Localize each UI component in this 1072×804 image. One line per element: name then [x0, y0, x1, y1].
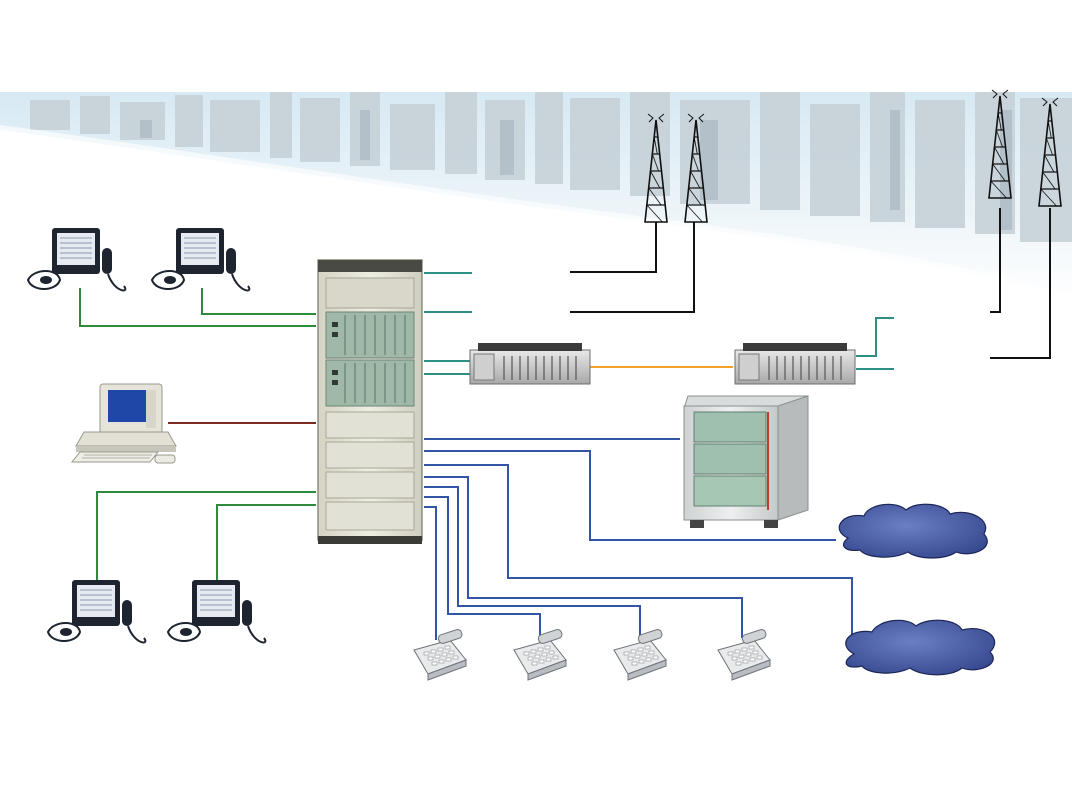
- line-console1-cabinet: [79, 288, 316, 327]
- multiplexer-a: [469, 343, 591, 385]
- dispatch-console-4: [166, 580, 267, 644]
- line-radio-tower2: [570, 222, 695, 313]
- dispatch-console-3: [46, 580, 147, 644]
- multiplexer-b: [734, 343, 856, 385]
- line-cabinet-phone2: [424, 496, 541, 640]
- radio-tower-4: [1038, 97, 1062, 207]
- city-skyline-background: [0, 92, 1072, 320]
- network-cloud-1: [838, 503, 988, 559]
- line-cabinet-phone3: [424, 486, 641, 640]
- desk-phone-2: [513, 629, 567, 681]
- radio-tower-2: [684, 113, 708, 223]
- dispatch-console-1: [26, 228, 127, 292]
- desk-phone-1: [413, 629, 467, 681]
- line-console3-cabinet: [96, 491, 316, 580]
- radio-tower-3: [988, 89, 1012, 199]
- line-radio-tower1: [570, 222, 657, 273]
- central-switch-cabinet: [317, 259, 423, 544]
- radio-tower-1: [644, 113, 668, 223]
- line-console4-cabinet: [216, 504, 316, 580]
- remote-switch-cabinet: [683, 395, 809, 528]
- line-cabinet-cloud2: [424, 464, 853, 640]
- desk-phone-3: [613, 629, 667, 681]
- connection-lines: [79, 208, 1051, 640]
- line-muxB-out-1: [856, 317, 894, 357]
- dispatch-console-2: [150, 228, 251, 292]
- line-cabinet-phone1: [424, 506, 437, 640]
- line-console2-cabinet: [201, 288, 316, 315]
- network-cloud-2: [845, 619, 996, 676]
- line-radio-tower3: [990, 208, 1001, 313]
- maintenance-pc: [70, 383, 177, 464]
- line-cabinet-phone4: [424, 476, 743, 638]
- line-radio-tower4: [990, 208, 1051, 359]
- line-cabinet-cloud1: [424, 450, 836, 541]
- desk-phone-4: [717, 629, 771, 681]
